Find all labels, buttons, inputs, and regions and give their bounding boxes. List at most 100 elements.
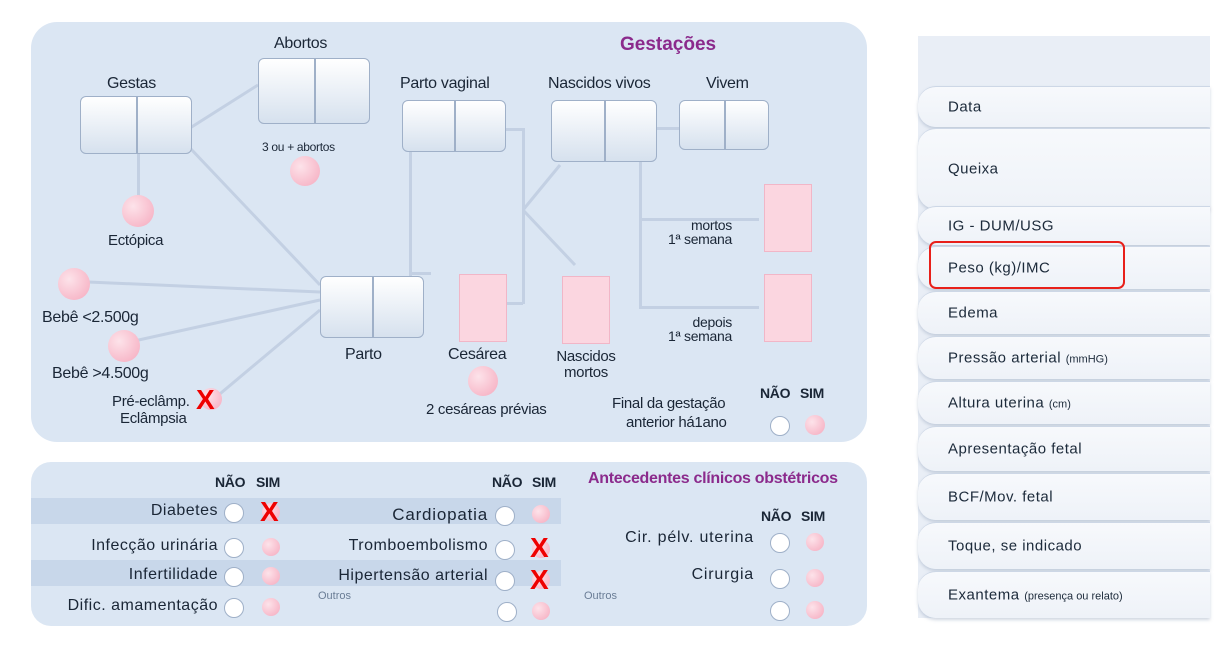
- row-apresentacao-fetal[interactable]: Apresentação fetal: [918, 426, 1210, 471]
- row-label: Exantema (presença ou relato): [948, 586, 1123, 604]
- bebe-menor-circle[interactable]: [58, 268, 90, 300]
- cesarea-box[interactable]: [459, 274, 507, 342]
- vivem-label: Vivem: [706, 75, 749, 92]
- col3-outros-sim-radio[interactable]: [806, 601, 824, 619]
- row-label: Queixa: [948, 160, 999, 178]
- cir-pelv-uterina-nao-radio[interactable]: [770, 533, 790, 553]
- abortos-box[interactable]: [258, 58, 370, 124]
- final-gestacao-nao-radio[interactable]: [770, 416, 790, 436]
- row-pressao-arterial[interactable]: Pressão arterial (mmHG): [918, 336, 1210, 379]
- cirurgia-sim-radio[interactable]: [806, 569, 824, 587]
- parto-vaginal-box[interactable]: [402, 100, 506, 152]
- infertilidade-label: Infertilidade: [128, 566, 218, 583]
- cardiopatia-label: Cardiopatia: [392, 505, 488, 524]
- eclampsia-label: Eclâmpsia: [120, 410, 187, 427]
- cardiopatia-sim-radio[interactable]: [532, 505, 550, 523]
- col3-sim-header: SIM: [801, 508, 825, 524]
- dific-amamentacao-nao-radio[interactable]: [224, 598, 244, 618]
- col3-outros-nao-radio[interactable]: [770, 601, 790, 621]
- connector-line: [639, 218, 759, 221]
- diabetes-nao-radio[interactable]: [224, 503, 244, 523]
- nascidos-vivos-box[interactable]: [551, 100, 657, 162]
- tromboembolismo-label: Tromboembolismo: [348, 537, 488, 554]
- connector-line: [409, 150, 412, 280]
- hipertensao-arterial-sim-radio[interactable]: [532, 571, 550, 589]
- cardiopatia-nao-radio[interactable]: [495, 506, 515, 526]
- row-data[interactable]: Data: [918, 86, 1210, 127]
- tromboembolismo-sim-radio[interactable]: [532, 540, 550, 558]
- row-altura-uterina[interactable]: Altura uterina (cm): [918, 381, 1210, 424]
- nascidos-mortos-box[interactable]: [562, 276, 610, 344]
- row-exantema[interactable]: Exantema (presença ou relato): [918, 571, 1210, 618]
- peso-imc-highlight: [929, 241, 1125, 289]
- cirurgia-label: Cirurgia: [691, 566, 754, 583]
- consulta-panel: Data Queixa IG - DUM/USG Peso (kg)/IMC E…: [918, 36, 1210, 618]
- dific-amamentacao-sim-radio[interactable]: [262, 598, 280, 616]
- antecedentes-title: Antecedentes clínicos obstétricos: [588, 470, 838, 487]
- col2-outros-sim-radio[interactable]: [532, 602, 550, 620]
- gestas-box[interactable]: [80, 96, 192, 154]
- final-gestacao-label-1: Final da gestação: [612, 395, 726, 412]
- nascidos-vivos-label: Nascidos vivos: [548, 75, 651, 92]
- final-nao-header: NÃO: [760, 385, 791, 401]
- bebe-maior-circle[interactable]: [108, 330, 140, 362]
- nascidos-mortos-label-1: Nascidos: [556, 348, 616, 365]
- row-toque[interactable]: Toque, se indicado: [918, 522, 1210, 569]
- col3-outros-label: Outros: [584, 590, 618, 602]
- infeccao-urinaria-sim-radio[interactable]: [262, 538, 280, 556]
- nascidos-mortos-label-2: mortos: [563, 364, 609, 381]
- cesareas-previas-circle[interactable]: [468, 366, 498, 396]
- depois-1a-semana-box[interactable]: [764, 274, 812, 342]
- col1-nao-header: NÃO: [215, 474, 246, 490]
- connector-line: [522, 128, 525, 304]
- pre-eclampsia-circle[interactable]: [200, 388, 222, 410]
- tres-abortos-label: 3 ou + abortos: [262, 140, 335, 154]
- row-label: Pressão arterial (mmHG): [948, 349, 1108, 367]
- row-peso-imc[interactable]: Peso (kg)/IMC: [918, 246, 1210, 289]
- hipertensao-arterial-label: Hipertensão arterial: [338, 567, 488, 584]
- depois-label: depois: [692, 314, 733, 330]
- tromboembolismo-mark: X: [530, 532, 549, 563]
- mortos-semana-label: 1ª semana: [668, 231, 732, 247]
- bebe-maior-label: Bebê >4.500g: [52, 365, 149, 382]
- infeccao-urinaria-label: Infecção urinária: [91, 537, 218, 554]
- connector-line: [409, 272, 431, 275]
- row-bcf-mov-fetal[interactable]: BCF/Mov. fetal: [918, 473, 1210, 520]
- row-label: Apresentação fetal: [948, 440, 1083, 458]
- col2-nao-header: NÃO: [492, 474, 523, 490]
- cir-pelv-uterina-sim-radio[interactable]: [806, 533, 824, 551]
- dific-amamentacao-label: Dific. amamentação: [67, 597, 218, 614]
- connector-line: [137, 152, 140, 204]
- infeccao-urinaria-nao-radio[interactable]: [224, 538, 244, 558]
- cesarea-label: Cesárea: [448, 346, 507, 363]
- ectopica-circle[interactable]: [122, 195, 154, 227]
- row-queixa[interactable]: Queixa: [918, 128, 1210, 209]
- infertilidade-sim-radio[interactable]: [262, 567, 280, 585]
- tres-abortos-circle[interactable]: [290, 156, 320, 186]
- hipertensao-arterial-nao-radio[interactable]: [495, 571, 515, 591]
- col2-sim-header: SIM: [532, 474, 556, 490]
- row-ig-dum-usg[interactable]: IG - DUM/USG: [918, 206, 1210, 245]
- gestacoes-title: Gestações: [620, 34, 717, 55]
- col2-outros-label: Outros: [318, 590, 352, 602]
- parto-box[interactable]: [320, 276, 424, 338]
- gestas-label: Gestas: [107, 75, 156, 92]
- final-gestacao-sim-radio[interactable]: [805, 415, 825, 435]
- row-edema[interactable]: Edema: [918, 291, 1210, 334]
- col2-outros-nao-radio[interactable]: [497, 602, 517, 622]
- cirurgia-nao-radio[interactable]: [770, 569, 790, 589]
- infertilidade-nao-radio[interactable]: [224, 567, 244, 587]
- hipertensao-arterial-mark: X: [530, 564, 549, 595]
- mortos-label: mortos: [691, 217, 732, 233]
- col3-nao-header: NÃO: [761, 508, 792, 524]
- row-label: Altura uterina (cm): [948, 394, 1071, 412]
- tromboembolismo-nao-radio[interactable]: [495, 540, 515, 560]
- diabetes-sim-radio[interactable]: [262, 503, 280, 521]
- connector-diagonals: [87, 83, 577, 400]
- antecedentes-panel: [31, 462, 867, 626]
- ectopica-label: Ectópica: [108, 232, 164, 249]
- col1-sim-header: SIM: [256, 474, 280, 490]
- vivem-box[interactable]: [679, 100, 769, 150]
- final-sim-header: SIM: [800, 385, 824, 401]
- mortos-1a-semana-box[interactable]: [764, 184, 812, 252]
